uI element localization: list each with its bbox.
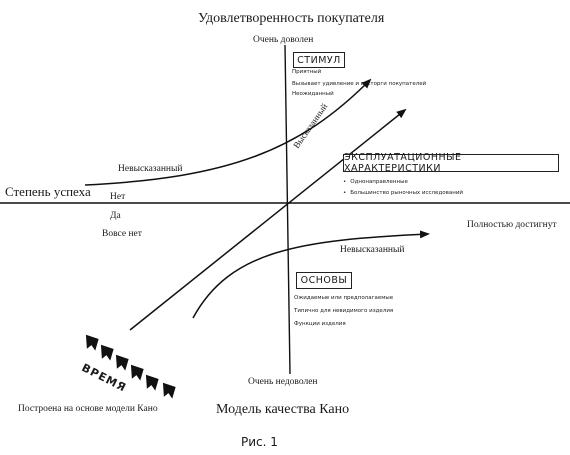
performance-item: Однонаправленные — [343, 179, 408, 186]
performance-item: Большинство рыночных исследований — [343, 190, 463, 197]
not-at-all-label: Вовсе нет — [102, 229, 142, 239]
source-note: Построена на основе модели Кано — [18, 404, 158, 414]
unspoken-bottom-label: Невысказанный — [340, 245, 405, 255]
basics-item: Ожидаемые или предполагаемые — [294, 295, 394, 301]
yes-label: Да — [110, 211, 121, 221]
vertical-axis — [284, 44, 291, 375]
performance-box: ЭКСПЛУАТАЦИОННЫЕ ХАРАКТЕРИСТИКИ — [343, 152, 559, 174]
basics-title: ОСНОВЫ — [300, 275, 348, 286]
figure-caption: Рис. 1 — [241, 435, 278, 449]
left-axis-label: Степень успеха — [5, 184, 91, 199]
time-arrows — [85, 334, 176, 399]
right-axis-label: Полностью достигнут — [467, 220, 557, 230]
top-axis-label: Очень доволен — [253, 35, 314, 45]
stimulus-title: СТИМУЛ — [297, 54, 341, 66]
basic-curve — [192, 230, 430, 319]
performance-title: ЭКСПЛУАТАЦИОННЫЕ ХАРАКТЕРИСТИКИ — [344, 152, 462, 174]
basics-item: Типично для невидимого изделия — [294, 308, 394, 314]
stimulus-item: Вызывает удивление и восторги покупателе… — [292, 81, 427, 87]
basics-item: Функции изделия — [294, 321, 346, 327]
excitement-curve — [84, 78, 372, 186]
performance-line — [129, 108, 407, 331]
stimulus-item: Неожиданный — [292, 91, 334, 97]
stimulus-item: Приятный — [292, 69, 322, 75]
no-label: Нет — [110, 192, 126, 202]
bottom-axis-label: Очень недоволен — [248, 377, 318, 387]
unspoken-top-label: Невысказанный — [118, 164, 183, 174]
top-title: Удовлетворенность покупателя — [198, 11, 385, 26]
stimulus-box: СТИМУЛ — [293, 52, 345, 68]
basics-box: ОСНОВЫ — [296, 272, 352, 289]
diagram-title: Модель качества Кано — [216, 402, 350, 417]
